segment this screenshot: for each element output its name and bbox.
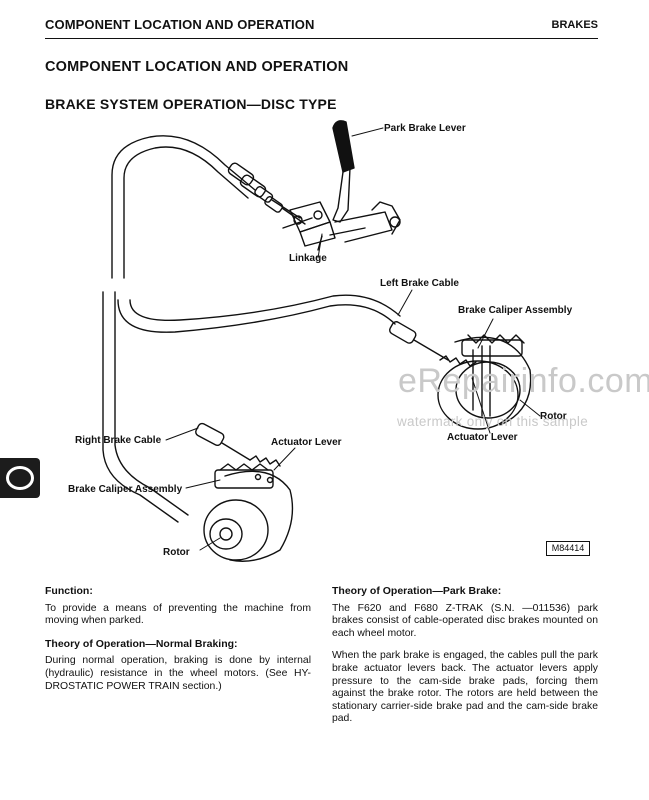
figure-id: M84414 bbox=[546, 541, 590, 556]
park-brake-heading: Theory of Operation—Park Brake: bbox=[332, 585, 502, 597]
park-brake-text-1: The F620 and F680 Z-TRAK (S.N. —011536) … bbox=[332, 602, 598, 639]
watermark-note: watermark only on this sample bbox=[397, 414, 589, 429]
running-header-section: BRAKES bbox=[551, 19, 598, 31]
label-park-brake-lever: Park Brake Lever bbox=[384, 123, 466, 134]
section-title: COMPONENT LOCATION AND OPERATION bbox=[45, 59, 349, 75]
watermark-site: eRepairinfo.com bbox=[398, 362, 649, 400]
normal-braking-heading: Theory of Operation—Normal Braking: bbox=[45, 637, 238, 650]
right-wheel-brake-assembly bbox=[389, 321, 532, 430]
label-brake-caliper-assembly-left: Brake Caliper Assembly bbox=[68, 484, 183, 495]
park-brake-lever-assembly bbox=[282, 120, 401, 251]
brake-system-illustration bbox=[102, 120, 541, 562]
label-actuator-lever-left: Actuator Lever bbox=[271, 437, 342, 448]
label-actuator-lever-right: Actuator Lever bbox=[447, 432, 518, 443]
label-linkage: Linkage bbox=[289, 253, 327, 264]
label-left-brake-cable: Left Brake Cable bbox=[380, 278, 459, 289]
cable-fittings-top bbox=[227, 162, 306, 225]
left-wheel-brake-assembly bbox=[195, 422, 294, 562]
right-column: Theory of Operation—Park Brake: The F620… bbox=[332, 585, 598, 736]
leader-lines bbox=[165, 127, 541, 551]
label-rotor-left: Rotor bbox=[163, 547, 190, 558]
label-brake-caliper-assembly-right: Brake Caliper Assembly bbox=[458, 305, 573, 316]
header-rule bbox=[45, 38, 598, 39]
brake-ring-icon bbox=[6, 466, 34, 490]
normal-braking-text: During normal operation, braking is done… bbox=[45, 655, 311, 692]
section-tab-brake-icon bbox=[0, 458, 40, 498]
subsection-title: BRAKE SYSTEM OPERATION—DISC TYPE bbox=[45, 96, 337, 112]
park-brake-text-2: When the park brake is engaged, the cabl… bbox=[332, 650, 598, 725]
brake-system-diagram: Park Brake Lever Linkage Left Brake Cabl… bbox=[0, 110, 649, 570]
left-column: Function: To provide a means of preventi… bbox=[45, 585, 311, 703]
label-right-brake-cable: Right Brake Cable bbox=[75, 435, 162, 446]
running-header-title: COMPONENT LOCATION AND OPERATION bbox=[45, 17, 315, 32]
label-rotor-right: Rotor bbox=[540, 411, 567, 422]
function-text: To provide a means of preventing the mac… bbox=[45, 602, 311, 627]
function-heading: Function: bbox=[45, 585, 93, 597]
cable-loops bbox=[102, 135, 401, 523]
